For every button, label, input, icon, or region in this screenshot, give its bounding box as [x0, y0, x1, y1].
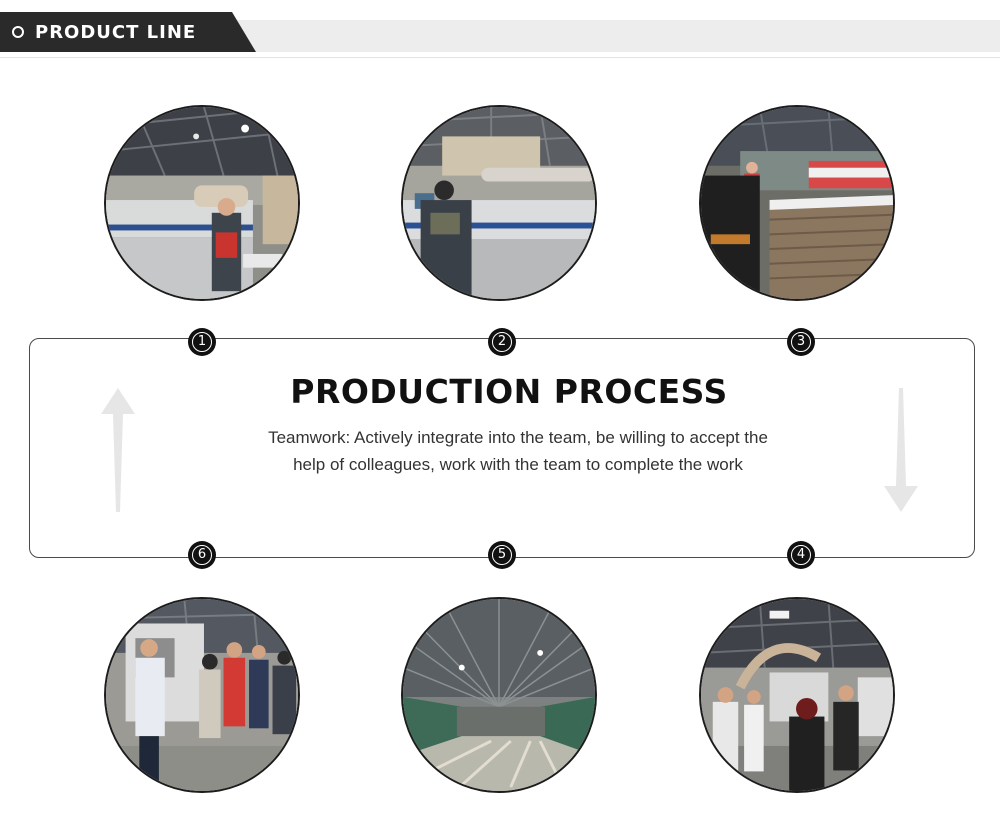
section-title: PRODUCT LINE	[35, 21, 197, 43]
process-panel	[29, 338, 975, 558]
arrow-down-icon	[884, 388, 918, 512]
factory-photo-3	[699, 105, 895, 301]
factory-photo-2	[401, 105, 597, 301]
step-badge-3: 3	[787, 328, 815, 356]
process-title: PRODUCTION PROCESS	[290, 372, 728, 411]
section-header: PRODUCT LINE	[0, 12, 256, 52]
process-description: Teamwork: Actively integrate into the te…	[268, 428, 768, 474]
factory-photo-1	[104, 105, 300, 301]
header-divider	[0, 57, 1000, 58]
step-badge-1: 1	[188, 328, 216, 356]
step-badge-2: 2	[488, 328, 516, 356]
step-badge-6: 6	[188, 541, 216, 569]
arrow-up-icon	[101, 388, 135, 512]
factory-photo-6	[104, 597, 300, 793]
step-badge-5: 5	[488, 541, 516, 569]
step-number: 2	[492, 332, 512, 352]
step-number: 3	[791, 332, 811, 352]
factory-photo-4	[699, 597, 895, 793]
step-number: 4	[791, 545, 811, 565]
step-badge-4: 4	[787, 541, 815, 569]
step-number: 5	[492, 545, 512, 565]
circle-bullet-icon	[12, 26, 24, 38]
step-number: 6	[192, 545, 212, 565]
factory-photo-5	[401, 597, 597, 793]
step-number: 1	[192, 332, 212, 352]
